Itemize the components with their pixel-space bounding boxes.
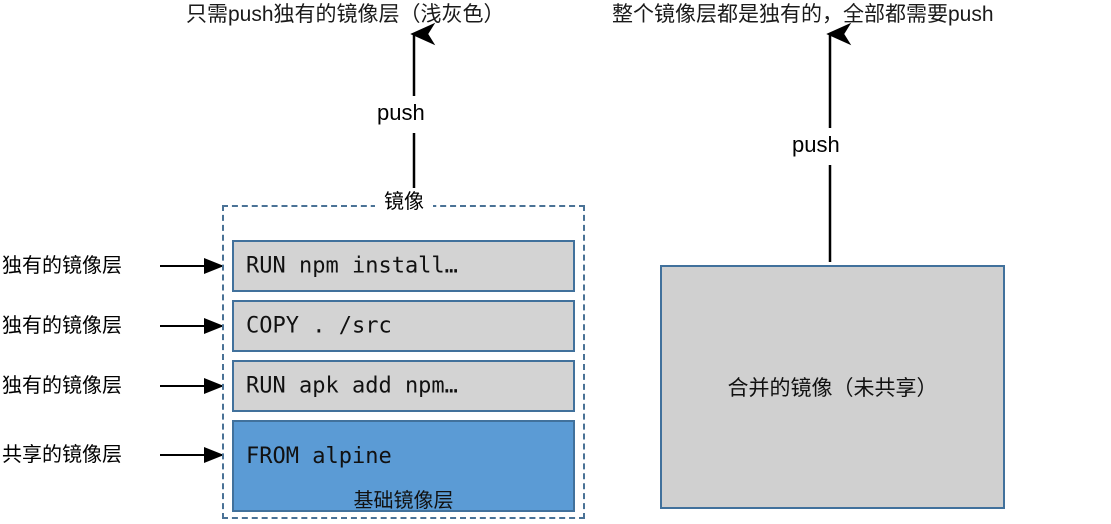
layer-callout-label-1: 独有的镜像层 (2, 315, 122, 337)
image-container-label: 镜像 (375, 190, 433, 214)
push-label-left: push (371, 100, 431, 126)
layer-callout-label-2: 独有的镜像层 (2, 375, 122, 397)
image-layer-run-npm-install: RUN npm install… (232, 240, 575, 292)
image-layer-run-apk-add-npm: RUN apk add npm… (232, 360, 575, 412)
layer-command-text: FROM alpine (246, 444, 392, 469)
left-caption-title: 只需push独有的镜像层（浅灰色） (186, 3, 505, 26)
layer-callout-label-0: 独有的镜像层 (2, 255, 122, 277)
layer-command-text: RUN apk add npm… (246, 373, 458, 399)
push-label-right: push (786, 132, 846, 158)
merged-image-label: 合并的镜像（未共享） (727, 377, 938, 400)
layer-command-text: RUN npm install… (246, 253, 458, 279)
layer-command-text: COPY . /src (246, 313, 392, 339)
image-layer-copy-src: COPY . /src (232, 300, 575, 352)
right-caption-title: 整个镜像层都是独有的，全部都需要push (612, 3, 994, 26)
layer-callout-label-3: 共享的镜像层 (2, 444, 122, 466)
image-layer-from-alpine: FROM alpine 基础镜像层 (232, 420, 575, 512)
merged-image-box: 合并的镜像（未共享） (660, 265, 1005, 509)
base-layer-caption: 基础镜像层 (353, 490, 454, 512)
